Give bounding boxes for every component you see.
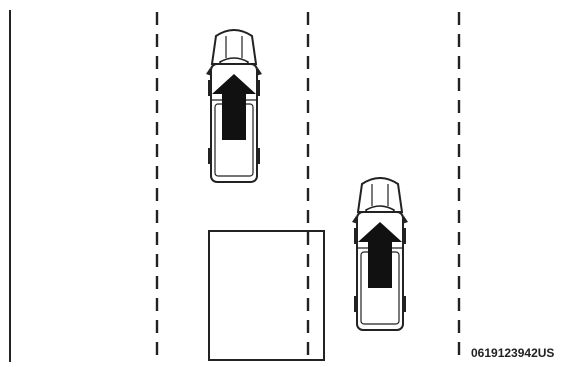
figure-code: 0619123942US (471, 346, 554, 360)
vehicle-right-lane (352, 178, 408, 330)
vehicle-center-lane (206, 30, 262, 182)
blind-spot-zone (209, 231, 324, 360)
